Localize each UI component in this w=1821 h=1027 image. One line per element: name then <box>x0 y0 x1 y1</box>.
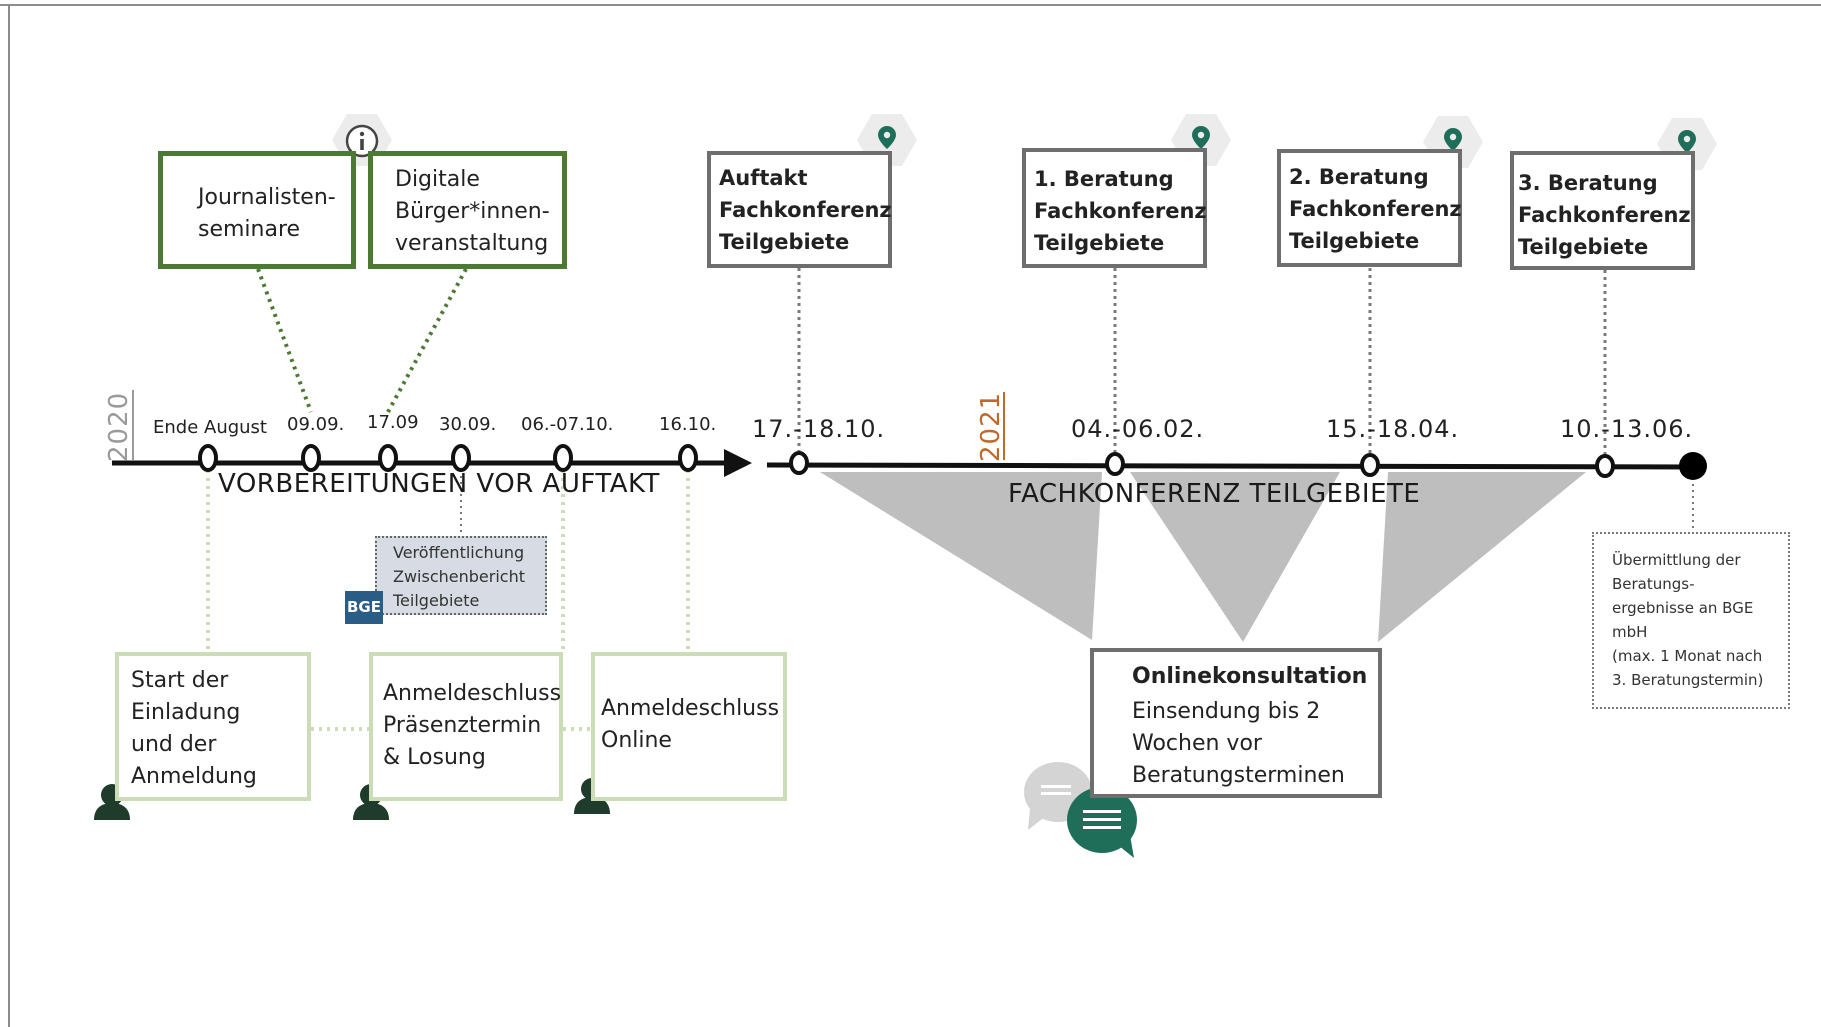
milestone-3009 <box>451 444 471 472</box>
phase-label-preparation: VORBEREITUNGEN VOR AUFTAKT <box>218 469 660 499</box>
publication-box: Veröffentlichung Zwischenbericht Teilgeb… <box>375 536 547 615</box>
journalisten-label: Journalisten- seminare <box>198 185 336 242</box>
date-label: 16.10. <box>659 414 717 435</box>
onlinekonsultation-box: Onlinekonsultation Einsendung bis 2 Woch… <box>1090 648 1382 798</box>
onlinekonsultation-title: Onlinekonsultation <box>1132 664 1368 689</box>
auftakt-box: Auftakt Fachkonferenz Teilgebiete <box>707 151 892 268</box>
date-label: 30.09. <box>439 414 497 435</box>
milestone-1518 <box>1360 453 1380 477</box>
anmeldeschluss-online-label: Anmeldeschluss Online <box>601 696 780 753</box>
milestone-ende-august <box>198 444 218 472</box>
milestone-end <box>1679 452 1707 480</box>
date-label: 04.-06.02. <box>1071 415 1205 443</box>
transmission-box: Übermittlung der Beratungs- ergebnisse a… <box>1592 532 1790 709</box>
milestone-1718 <box>789 451 809 475</box>
transmission-label: Übermittlung der Beratungs- ergebnisse a… <box>1612 551 1764 689</box>
year-label-2021: 2021 <box>976 391 1006 462</box>
milestone-0607 <box>553 444 573 472</box>
anmeldeschluss-praesenz-label: Anmeldeschluss Präsenztermin & Losung <box>383 681 562 770</box>
digitale-label: Digitale Bürger*innen- veranstaltung <box>395 167 550 256</box>
timeline-axis-conference <box>766 462 1691 470</box>
frame-top-border <box>0 4 1821 6</box>
start-box: Start der Einladung und der Anmeldung <box>115 652 311 801</box>
digitale-box: Digitale Bürger*innen- veranstaltung <box>368 151 567 269</box>
anmeldeschluss-praesenz-box: Anmeldeschluss Präsenztermin & Losung <box>369 652 563 801</box>
beratung3-box: 3. Beratung Fachkonferenz Teilgebiete <box>1510 151 1695 270</box>
milestone-0406 <box>1105 452 1125 476</box>
start-label: Start der Einladung und der Anmeldung <box>131 668 257 789</box>
auftakt-label: Auftakt Fachkonferenz Teilgebiete <box>719 166 892 254</box>
date-label: Ende August <box>153 417 267 438</box>
date-label: 15.-18.04. <box>1326 415 1460 443</box>
connector-digitale <box>386 268 468 413</box>
frame-left-border <box>8 4 10 1027</box>
beratung2-box: 2. Beratung Fachkonferenz Teilgebiete <box>1277 149 1462 267</box>
date-label: 06.-07.10. <box>521 414 614 435</box>
consultation-wedge-3 <box>1378 472 1586 642</box>
milestone-0909 <box>301 444 321 472</box>
milestone-1610 <box>678 444 698 472</box>
beratung1-box: 1. Beratung Fachkonferenz Teilgebiete <box>1022 148 1207 268</box>
publication-label: Veröffentlichung Zwischenbericht Teilgeb… <box>393 543 525 610</box>
milestone-1013 <box>1595 454 1615 478</box>
onlinekonsultation-body: Einsendung bis 2 Wochen vor Beratungster… <box>1132 699 1345 788</box>
date-label: 10.-13.06. <box>1560 415 1694 443</box>
beratung2-label: 2. Beratung Fachkonferenz Teilgebiete <box>1289 165 1462 253</box>
milestone-1709 <box>378 444 398 472</box>
date-label: 17.-18.10. <box>752 415 886 443</box>
consultation-wedge-1 <box>820 472 1102 640</box>
beratung3-label: 3. Beratung Fachkonferenz Teilgebiete <box>1518 171 1691 259</box>
anmeldeschluss-online-box: Anmeldeschluss Online <box>591 652 787 801</box>
chat-bubbles-icon <box>1024 762 1137 858</box>
bge-logo: BGE <box>345 591 383 624</box>
phase-label-conference: FACHKONFERENZ TEILGEBIETE <box>1008 479 1421 509</box>
date-label: 09.09. <box>287 414 345 435</box>
connector-journalisten <box>256 268 313 413</box>
journalisten-box: Journalisten- seminare <box>158 151 356 269</box>
consultation-wedge-2 <box>1130 472 1340 642</box>
beratung1-label: 1. Beratung Fachkonferenz Teilgebiete <box>1034 167 1207 255</box>
timeline-arrowhead <box>724 449 752 477</box>
year-label-2020: 2020 <box>104 391 134 462</box>
date-label: 17.09 <box>367 412 419 433</box>
